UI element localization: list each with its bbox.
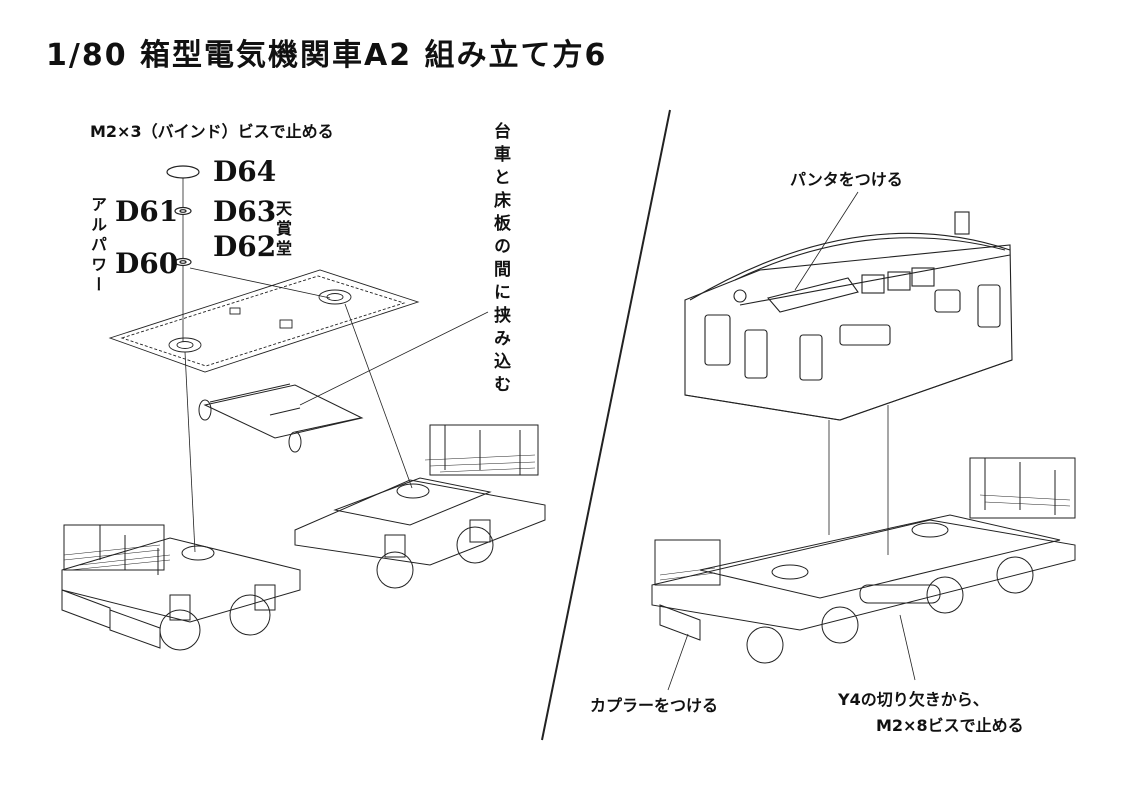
label-d62: D62	[213, 230, 277, 263]
label-d60: D60	[115, 247, 179, 280]
page-title: 1/80 箱型電気機関車A2 組み立て方6	[46, 38, 608, 73]
label-alpha: アルパワー	[88, 196, 107, 296]
label-pantograph: パンタをつける	[790, 170, 903, 189]
loco-body	[684, 211, 1013, 421]
bogie-left-front	[61, 524, 301, 651]
label-tenshodo: 天賞堂	[273, 200, 292, 260]
floor-plate	[108, 269, 420, 373]
washer-d63	[174, 206, 192, 216]
label-insert-between: 台車と床板の間に挟み込む	[490, 122, 510, 398]
label-screw-y4-line1: Y4の切り欠きから、	[838, 690, 989, 709]
contact-strip	[198, 383, 364, 453]
label-screw-y4-line2: M2×8ビスで止める	[876, 716, 1024, 735]
label-d61: D61	[115, 195, 179, 228]
label-d64: D64	[213, 155, 277, 188]
washer-d60	[174, 257, 192, 267]
chassis-right	[651, 457, 1076, 664]
bogie-left-rear	[294, 424, 546, 589]
divider-line	[541, 109, 671, 741]
label-screw-top: M2×3（バインド）ビスで止める	[90, 122, 334, 141]
washer-d64	[166, 165, 200, 179]
label-d63: D63	[213, 195, 277, 228]
label-coupler: カプラーをつける	[590, 696, 719, 715]
